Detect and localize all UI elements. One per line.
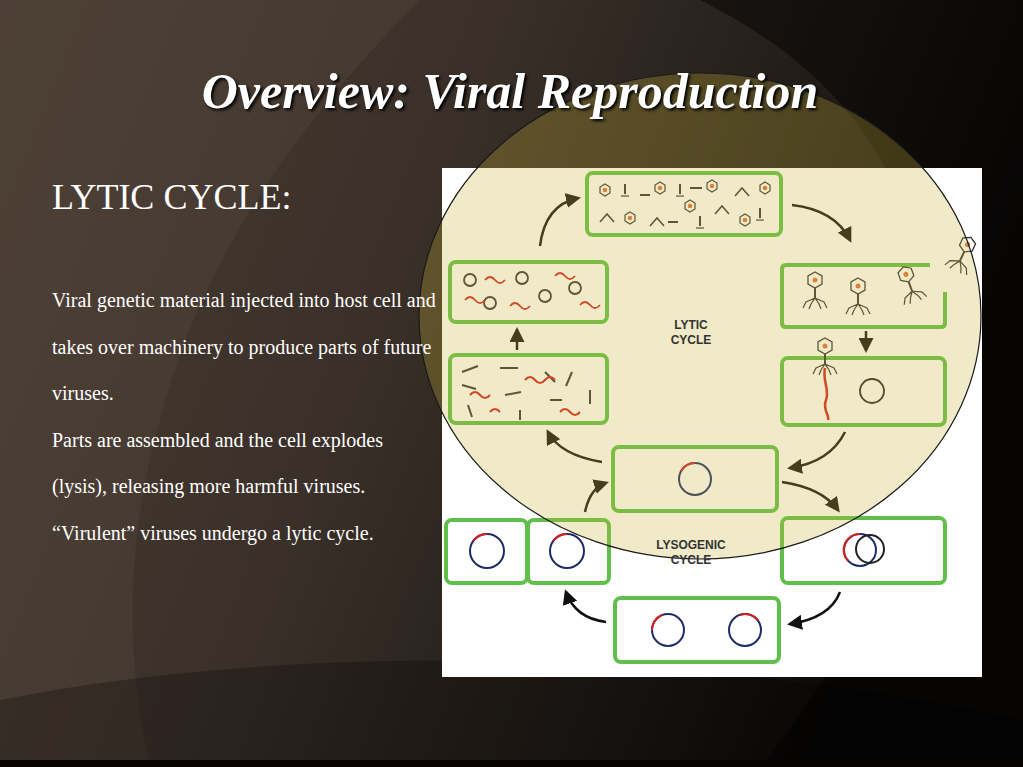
- cycle-illustration-part-part: [652, 614, 684, 646]
- cycle-illustration-part-part: [566, 592, 606, 622]
- slide-title: Overview: Viral Reproduction: [202, 62, 819, 120]
- highlight-ellipse: [419, 73, 981, 559]
- cycle-illustration-part-part: [446, 520, 527, 583]
- cycle-label: LYTIC CYCLE: [653, 318, 729, 348]
- cycle-illustration-part-part: [652, 615, 662, 630]
- highlight-ellipse-part: [419, 73, 981, 559]
- cycle-illustration-part-part: [790, 592, 840, 624]
- body-text: Parts are assembled and the cell explode…: [52, 417, 442, 557]
- cycle-illustration-part-part: [553, 534, 567, 541]
- cycle-illustration-part-part: [550, 534, 584, 568]
- cycle-label: LYSOGENIC CYCLE: [653, 538, 729, 568]
- background-part: [0, 760, 1023, 767]
- cycle-illustration-part-part: [729, 614, 761, 646]
- cycle-illustration-part-part: [740, 614, 758, 620]
- cycle-illustration-part-part: [470, 534, 504, 568]
- section-heading: LYTIC CYCLE:: [52, 176, 291, 218]
- cycle-illustration-part-part: [473, 534, 487, 541]
- body-text: Viral genetic material injected into hos…: [52, 277, 442, 417]
- cycle-illustration-part-part: [856, 535, 884, 563]
- cycle-illustration-part-part: [615, 598, 779, 662]
